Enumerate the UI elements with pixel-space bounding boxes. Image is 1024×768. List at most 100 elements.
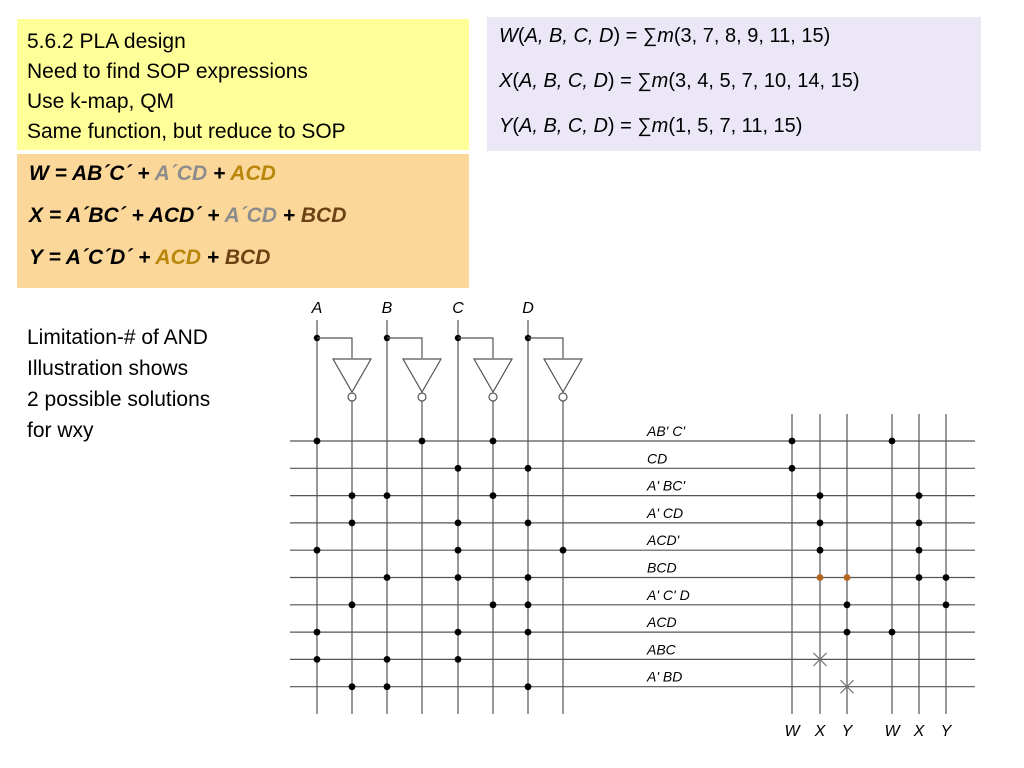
- product-label: ABC: [646, 641, 677, 657]
- note-line: Illustration shows: [27, 357, 189, 380]
- fn-name: W: [499, 25, 518, 47]
- or-connection-dot: [843, 628, 851, 636]
- and-connection-dot: [418, 437, 426, 445]
- inverter-bubble: [558, 392, 568, 402]
- product-label: A' BC': [646, 478, 686, 494]
- input-label: B: [382, 300, 393, 317]
- and-connection-dot: [524, 464, 532, 472]
- or-connection-dot: [915, 546, 923, 554]
- sop-lhs: X = A´BC´ + ACD´ +: [29, 204, 225, 227]
- sop-row: Y = A´C´D´ + ACD + BCD: [29, 246, 457, 270]
- or-connection-dot: [816, 492, 824, 499]
- sop-term: +: [206, 246, 225, 269]
- and-connection-dot: [454, 656, 462, 663]
- shared-connection-dot: [843, 574, 851, 581]
- and-connection-dot: [524, 519, 532, 527]
- sop-row: W = AB´C´ + A´CD + ACD: [29, 162, 457, 186]
- minterm-row: Y(A, B, C, D) = ∑m(1, 5, 7, 11, 15): [499, 115, 803, 137]
- or-connection-dot: [888, 628, 896, 636]
- fn-equals: ) = ∑: [607, 115, 652, 137]
- and-connection-dot: [454, 464, 462, 472]
- fn-list: (3, 4, 5, 7, 10, 14, 15): [668, 70, 860, 92]
- output-label: X: [814, 723, 827, 740]
- or-connection-dot: [816, 519, 824, 527]
- fn-args: A, B, C, D: [519, 115, 608, 137]
- note-line: Limitation-# of AND: [27, 326, 208, 349]
- sop-term: ACD: [230, 162, 276, 185]
- sop-lhs: W = AB´C´ +: [29, 162, 155, 185]
- fn-equals: ) = ∑: [613, 25, 658, 47]
- or-connection-dot: [788, 464, 796, 472]
- and-connection-dot: [454, 546, 462, 554]
- intro-line: Same function, but reduce to SOP: [27, 120, 346, 143]
- fn-m: m: [651, 70, 669, 92]
- and-connection-dot: [524, 574, 532, 581]
- inverter-branch: [458, 337, 494, 358]
- product-label: ACD': [646, 532, 681, 548]
- minterm-box: W(A, B, C, D) = ∑m(3, 7, 8, 9, 11, 15) X…: [487, 17, 981, 151]
- output-label: Y: [842, 723, 854, 740]
- and-connection-dot: [348, 683, 356, 691]
- unused-mark-icon: [813, 652, 827, 667]
- fn-args: A, B, C, D: [524, 25, 614, 47]
- product-label: A' CD: [646, 505, 683, 521]
- output-label: W: [784, 723, 801, 740]
- sop-row: X = A´BC´ + ACD´ + A´CD + BCD: [29, 204, 457, 228]
- and-connection-dot: [313, 656, 321, 663]
- fn-name: X: [499, 70, 513, 92]
- sop-term: A´CD: [154, 162, 213, 185]
- inverter-icon: [401, 358, 443, 394]
- sop-term: +: [282, 204, 301, 227]
- output-label: X: [913, 723, 926, 740]
- and-connection-dot: [383, 492, 391, 499]
- inverter-icon: [472, 358, 514, 394]
- and-connection-dot: [454, 519, 462, 527]
- and-connection-dot: [454, 574, 462, 581]
- and-connection-dot: [454, 628, 462, 636]
- fn-list: (3, 7, 8, 9, 11, 15): [673, 25, 831, 47]
- output-label: Y: [941, 723, 953, 740]
- minterm-row: X(A, B, C, D) = ∑m(3, 4, 5, 7, 10, 14, 1…: [499, 70, 860, 92]
- or-connection-dot: [942, 574, 950, 581]
- sop-term: ACD: [155, 246, 207, 269]
- inverter-bubble: [417, 392, 427, 402]
- input-label: C: [452, 300, 464, 317]
- intro-box: 5.6.2 PLA design Need to find SOP expres…: [17, 19, 469, 150]
- unused-mark-icon: [840, 679, 854, 694]
- inverter-icon: [331, 358, 373, 394]
- product-label: ACD: [646, 614, 677, 630]
- or-connection-dot: [915, 492, 923, 499]
- or-connection-dot: [888, 437, 896, 445]
- fn-list: (1, 5, 7, 11, 15): [668, 115, 803, 137]
- and-connection-dot: [348, 601, 356, 609]
- minterm-row: W(A, B, C, D) = ∑m(3, 7, 8, 9, 11, 15): [499, 25, 831, 47]
- and-connection-dot: [559, 546, 567, 554]
- inverter-bubble: [347, 392, 357, 402]
- and-connection-dot: [524, 601, 532, 609]
- inverter-branch: [317, 337, 353, 358]
- sop-term: BCD: [224, 246, 271, 269]
- intro-line: Use k-map, QM: [27, 90, 175, 113]
- fn-m: m: [657, 25, 674, 47]
- or-connection-dot: [942, 601, 950, 609]
- or-connection-dot: [788, 437, 796, 445]
- sop-term: BCD: [300, 204, 347, 227]
- or-connection-dot: [915, 574, 923, 581]
- and-connection-dot: [524, 683, 532, 691]
- inverter-icon: [542, 358, 584, 394]
- and-connection-dot: [489, 437, 497, 445]
- and-connection-dot: [313, 546, 321, 554]
- sop-term: A´CD: [224, 204, 283, 227]
- and-connection-dot: [489, 601, 497, 609]
- side-notes: Limitation-# of AND Illustration shows 2…: [27, 322, 267, 446]
- inverter-bubble: [488, 392, 498, 402]
- and-connection-dot: [348, 492, 356, 499]
- and-connection-dot: [489, 492, 497, 499]
- product-label: A' C' D: [646, 587, 690, 603]
- product-label: A' BD: [646, 669, 682, 685]
- intro-line: Need to find SOP expressions: [27, 60, 308, 83]
- input-label: A: [311, 300, 323, 317]
- output-label: W: [884, 723, 901, 740]
- sop-lhs: Y = A´C´D´ +: [29, 246, 156, 269]
